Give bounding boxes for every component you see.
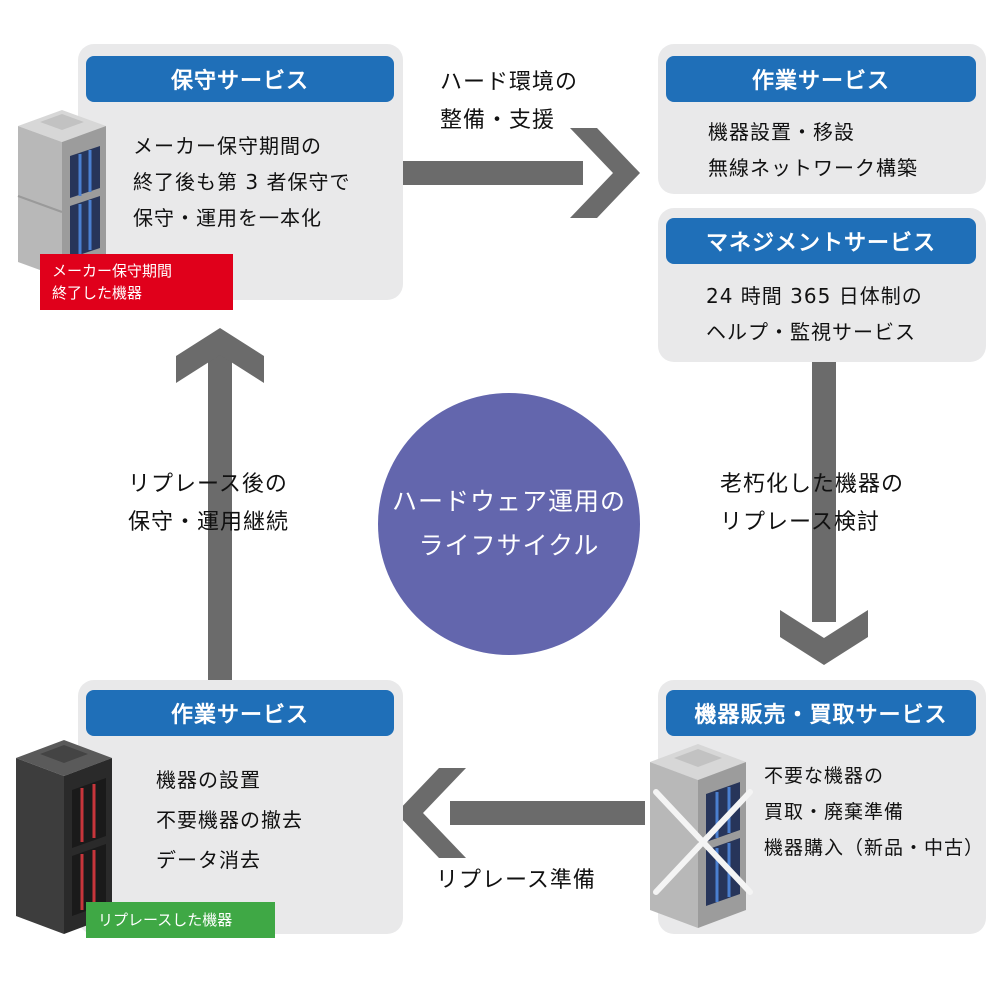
work-top-description: 機器設置・移設 無線ネットワーク構築	[708, 120, 918, 180]
arrow-label-right: 老朽化した機器の リプレース検討	[720, 472, 905, 535]
work-bottom-header: 作業サービス	[86, 690, 394, 736]
server-rack-light-icon	[17, 110, 106, 278]
arrow-down-right	[780, 362, 868, 665]
lifecycle-center-circle: ハードウェア運用の ライフサイクル	[378, 393, 640, 655]
server-rack-dark-icon	[16, 740, 112, 934]
sales-header: 機器販売・買取サービス	[666, 690, 976, 736]
replaced-device-badge: リプレースした機器	[86, 902, 275, 938]
server-rack-disposed-icon	[650, 744, 753, 928]
management-header: マネジメントサービス	[666, 218, 976, 264]
arrow-up-left	[176, 328, 264, 683]
sales-description: 不要な機器の 買取・廃棄準備 機器購入（新品・中古）	[764, 765, 985, 859]
management-description: 24 時間 365 日体制の ヘルプ・監視サービス	[706, 284, 923, 344]
arrow-left-bottom	[396, 768, 645, 858]
maintenance-description: メーカー保守期間の 終了後も第 3 者保守で 保守・運用を一本化	[133, 134, 351, 230]
arrow-label-left: リプレース後の 保守・運用継続	[128, 472, 290, 535]
maintenance-expired-badge: メーカー保守期間 終了した機器	[40, 254, 233, 310]
work-top-header: 作業サービス	[666, 56, 976, 102]
arrow-right-top	[403, 128, 640, 218]
arrow-label-top: ハード環境の 整備・支援	[440, 70, 579, 133]
maintenance-header: 保守サービス	[86, 56, 394, 102]
cross-mark-icon	[653, 789, 753, 895]
work-bottom-description: 機器の設置 不要機器の撤去 データ消去	[156, 768, 303, 872]
arrow-label-bottom: リプレース準備	[436, 868, 596, 893]
